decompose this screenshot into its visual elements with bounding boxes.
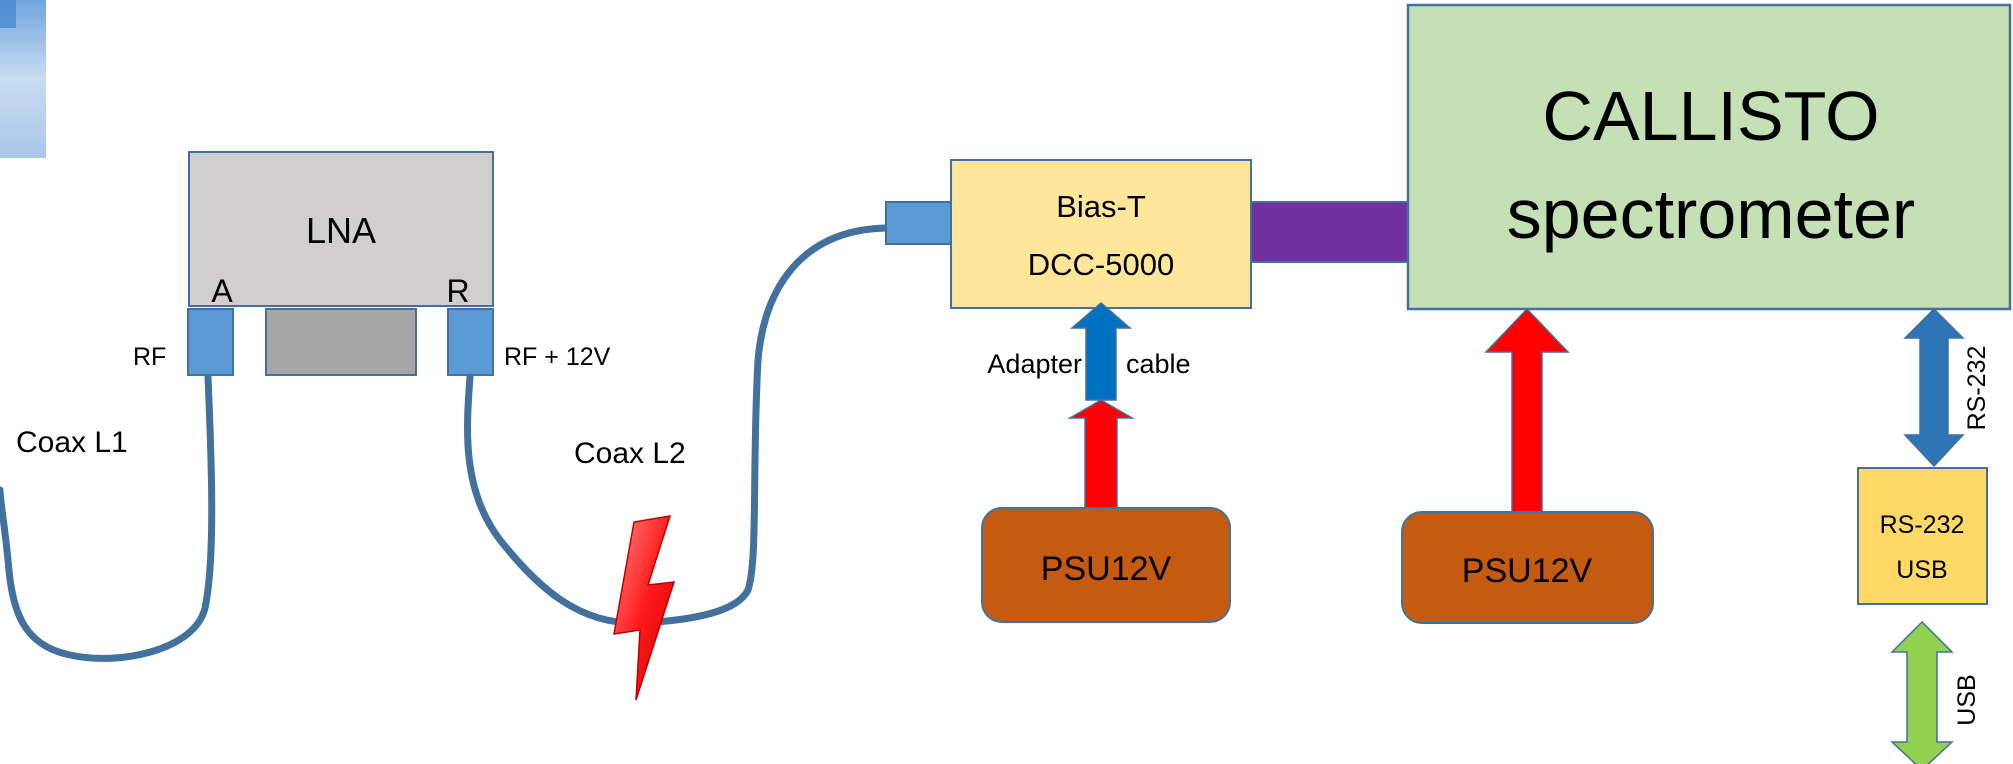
rs232-box-line2: USB bbox=[1896, 556, 1947, 584]
lna-box bbox=[188, 151, 494, 307]
lna-port-a-label: A bbox=[211, 273, 233, 309]
lna-title: LNA bbox=[306, 210, 376, 251]
callisto-line2: spectrometer bbox=[1507, 175, 1915, 253]
coax-l1-label: Coax L1 bbox=[16, 426, 128, 459]
coax-l1-cable bbox=[0, 373, 216, 662]
lna-port-r-label: R bbox=[446, 273, 469, 309]
usb-link-label: USB bbox=[1953, 674, 1981, 725]
psu2-label: PSU12V bbox=[1462, 552, 1593, 590]
psu2-power-arrow bbox=[1484, 307, 1570, 513]
lna-port-r-connector bbox=[447, 308, 494, 376]
adapter-label-right: cable bbox=[1126, 349, 1191, 379]
biast-callisto-link bbox=[1250, 201, 1409, 263]
coax-l2-cable bbox=[464, 224, 890, 627]
biast-input-connector bbox=[885, 201, 952, 245]
rf-label: RF bbox=[133, 343, 166, 371]
lna-port-a-connector bbox=[187, 308, 234, 376]
psu1-box bbox=[981, 507, 1231, 623]
lna-center-block bbox=[265, 308, 417, 376]
coax-l2-label: Coax L2 bbox=[574, 437, 686, 470]
biast-line1: Bias-T bbox=[1056, 189, 1146, 224]
usb-link-arrow bbox=[1890, 620, 1954, 764]
adapter-label-left: Adapter bbox=[987, 349, 1082, 379]
lightning-bolt-icon bbox=[613, 515, 676, 701]
rs232-box-line1: RS-232 bbox=[1880, 511, 1965, 539]
psu2-box bbox=[1401, 511, 1654, 624]
antenna-photo-frame bbox=[0, 0, 16, 28]
rs232-usb-box bbox=[1857, 467, 1988, 605]
callisto-line1: CALLISTO bbox=[1542, 77, 1879, 155]
rs232-link-label: RS-232 bbox=[1963, 346, 1991, 431]
psu1-label: PSU12V bbox=[1041, 550, 1172, 588]
callisto-box bbox=[1406, 3, 2012, 311]
psu1-power-arrow bbox=[1067, 399, 1135, 509]
rf-12v-label: RF + 12V bbox=[504, 343, 611, 371]
biast-box bbox=[950, 159, 1252, 309]
rs232-link-arrow bbox=[1903, 307, 1965, 468]
biast-line2: DCC-5000 bbox=[1028, 247, 1174, 282]
